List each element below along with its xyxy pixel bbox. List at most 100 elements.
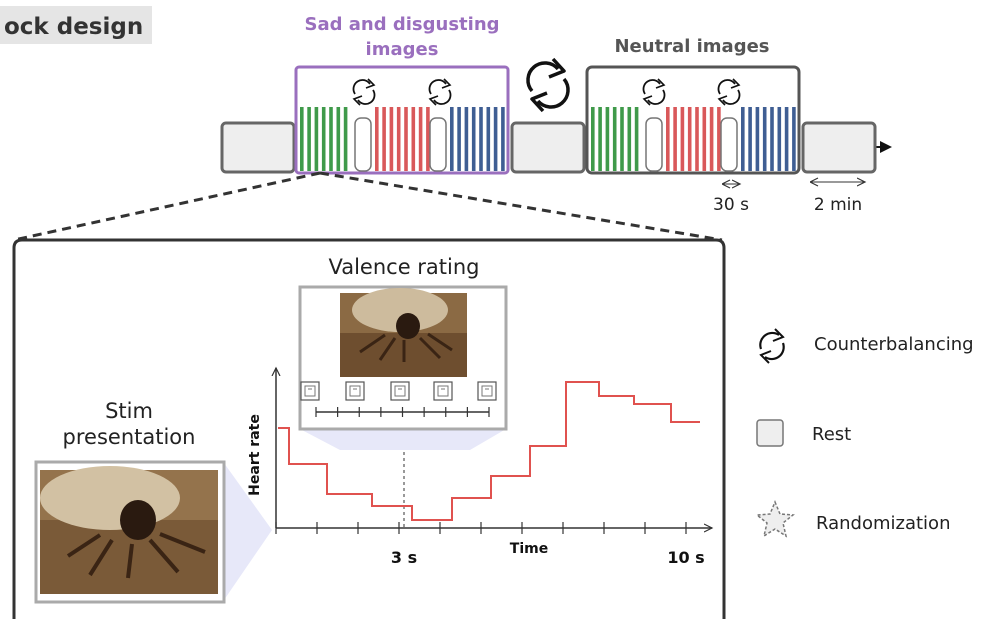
stimulus-bar [493,107,498,171]
stimulus-bar [479,107,483,171]
sam-icon [390,381,410,401]
stimulus-bar [471,107,476,171]
zoom-line-right [319,171,723,242]
stimulus-bar [612,107,617,171]
stimulus-bar [343,107,348,171]
heart-rate-trace [278,381,700,521]
stimulus-bar [748,107,752,171]
stimulus-bar [591,107,595,171]
stimulus-bar [634,107,639,171]
stimulus-bar [382,107,386,171]
sad-group-label-line2: images [366,39,439,60]
sam-icon [433,381,453,401]
hr-tick-label-3s: 3 s [391,548,417,567]
stimulus-bar [687,107,692,171]
hr-x-ticks [275,522,687,534]
stimulus-bar [673,107,677,171]
legend-counterbalancing-label: Counterbalancing [814,334,974,355]
neutral-stimulus-bars [591,107,796,171]
counterbalance-icon-large [526,57,570,113]
counterbalance-icon-small-1 [352,78,376,106]
emotional-block-frame [294,65,510,175]
valence-image [340,288,467,377]
stimulus-bar [784,107,789,171]
stimulus-bar [741,107,745,171]
stimulus-bar [717,107,721,171]
stim-label-line1: Stim [105,399,153,423]
stimulus-bar [620,107,624,171]
neutral-group-label: Neutral images [614,36,769,57]
legend-randomization-label: Randomization [816,513,950,534]
stimulus-bar [666,107,670,171]
stimulus-bar [762,107,767,171]
stimulus-bar [605,107,610,171]
stimulus-bar [418,107,423,171]
stimulus-bar [300,107,304,171]
stimulus-bar [464,107,469,171]
stimulus-bar [777,107,782,171]
stimulus-bar [486,107,491,171]
stimulus-bar [450,107,454,171]
valence-rating-title: Valence rating [328,255,479,279]
emotional-stimulus-bars [300,107,505,171]
rest-block-1 [220,121,296,174]
stimulus-bar [396,107,401,171]
stimulus-bar [307,107,311,171]
rating-scale-ticks [315,407,490,417]
stim-image [40,466,218,594]
pause-box-1 [354,117,372,172]
stimulus-bar [680,107,685,171]
duration-label-30s: 30 s [713,195,749,215]
hr-tick-label-10s: 10 s [667,548,704,567]
stimulus-bar [598,107,602,171]
counterbalance-icon-small-2 [428,78,452,106]
duration-label-2min: 2 min [814,195,862,215]
sad-group-label-line1: Sad and disgusting [304,14,499,35]
pause-box-2 [429,117,447,172]
stimulus-bar [770,107,774,171]
figure-title: ock design [4,14,143,40]
sam-icon [300,381,320,401]
legend-counterbalancing-icon [759,328,785,364]
legend-rest-icon [756,419,784,447]
stimulus-bar [792,107,796,171]
rest-block-3 [801,121,877,174]
sam-icon [345,381,365,401]
counterbalance-icon-small-4 [717,78,741,106]
stimulus-bar [627,107,632,171]
pause-box-4 [720,117,738,172]
sam-icon [477,381,497,401]
counterbalance-icon-small-3 [642,78,666,106]
title-background [0,6,152,44]
hr-x-label: Time [510,541,548,557]
pause-box-3 [645,117,663,172]
stimulus-bar [695,107,699,171]
emotional-block [294,65,510,175]
legend-randomization-icon [755,500,795,538]
hr-y-label: Heart rate [247,414,263,496]
rest-block-2 [510,121,586,174]
stimulus-bar [426,107,430,171]
stimulus-bar [329,107,333,171]
valence-callout [300,429,506,450]
stimulus-bar [501,107,505,171]
legend-rest-label: Rest [812,424,851,445]
stim-callout [224,463,272,600]
stimulus-bar [321,107,326,171]
stimulus-bar [411,107,416,171]
stimulus-bar [709,107,714,171]
stimulus-bar [389,107,394,171]
stimulus-bar [336,107,341,171]
stim-label-line2: presentation [63,425,196,449]
sam-scale-icons [300,381,497,401]
stimulus-bar [404,107,408,171]
neutral-block [585,65,801,175]
stimulus-bar [375,107,379,171]
stimulus-bar [314,107,319,171]
neutral-block-frame [585,65,801,175]
zoom-line-left [13,171,321,242]
stimulus-bar [457,107,461,171]
stimulus-bar [702,107,707,171]
stimulus-bar [755,107,760,171]
